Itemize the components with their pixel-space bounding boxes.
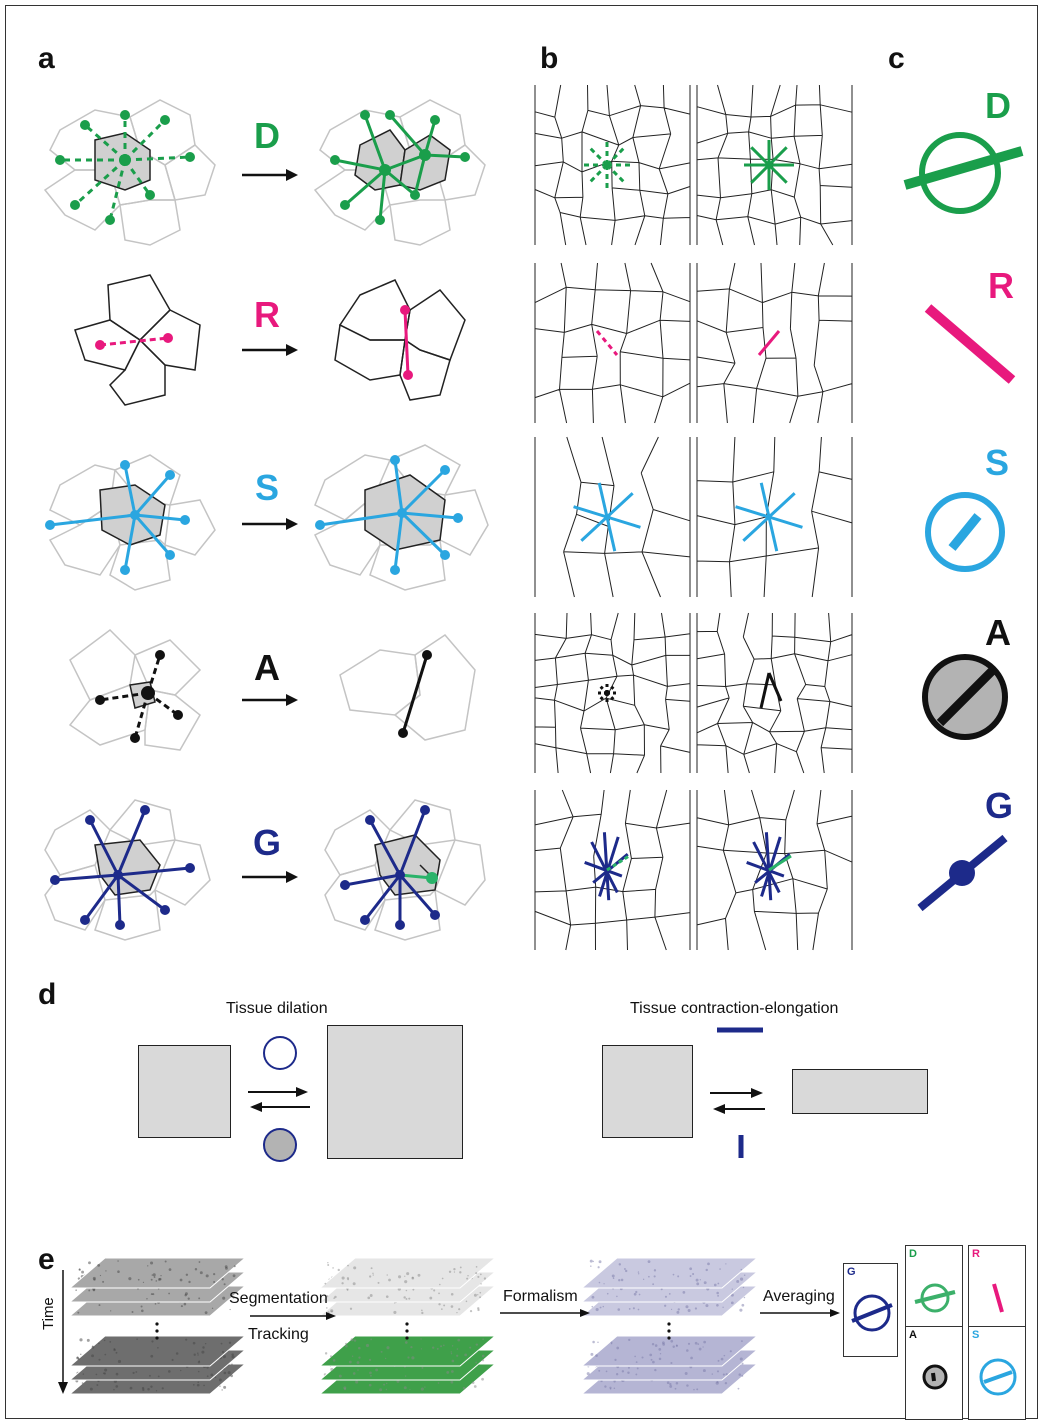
diagram-r-after — [330, 270, 470, 410]
symbol-label-d: D — [985, 88, 1011, 124]
raw-image-stack — [70, 1258, 250, 1408]
arrow-s — [240, 517, 300, 531]
result-s-icon — [974, 1353, 1022, 1401]
arrow-a — [240, 693, 300, 707]
arrow-g — [240, 870, 300, 884]
tissue-dilation-title: Tissue dilation — [226, 1000, 328, 1018]
arrow-d — [240, 168, 300, 182]
tracking-label: Tracking — [248, 1326, 309, 1344]
tissue-image-a-left — [535, 613, 690, 773]
arrow-r — [240, 343, 300, 357]
result-box-g-label: G — [847, 1267, 856, 1278]
symbol-r-icon — [920, 300, 1030, 390]
tissue-elongated-rectangle — [792, 1069, 928, 1114]
averaging-label: Averaging — [763, 1288, 835, 1306]
dilation-symbols — [240, 1035, 320, 1165]
diagram-s-before — [40, 445, 220, 595]
symbol-label-g: G — [985, 788, 1013, 824]
elongation-symbols — [705, 1020, 775, 1160]
result-box-s: S — [968, 1326, 1026, 1420]
result-box-g: G — [843, 1263, 898, 1357]
averaging-arrow — [760, 1307, 845, 1319]
result-r-icon — [974, 1274, 1022, 1322]
tissue-contraction-elongation-title: Tissue contraction-elongation — [630, 1000, 838, 1018]
tissue-image-g-left — [535, 790, 690, 950]
result-d-icon — [911, 1274, 959, 1322]
tissue-image-s-right — [697, 437, 852, 597]
tissue-image-s-left — [535, 437, 690, 597]
tissue-image-d-left — [535, 85, 690, 245]
symbol-label-s: S — [985, 445, 1009, 481]
diagram-s-after — [310, 440, 490, 595]
event-label-a: A — [237, 650, 297, 686]
result-box-a-label: A — [909, 1330, 917, 1341]
symbol-s-icon — [920, 480, 1020, 580]
event-label-g: G — [237, 825, 297, 861]
diagram-d-after — [310, 95, 490, 245]
segmentation-label: Segmentation — [229, 1290, 328, 1308]
formalism-image-stack — [582, 1258, 762, 1408]
formalism-label: Formalism — [503, 1288, 578, 1306]
event-label-r: R — [237, 297, 297, 333]
panel-label-d: d — [38, 980, 56, 1010]
diagram-d-before — [40, 95, 220, 245]
symbol-g-icon — [910, 830, 1020, 920]
segmentation-arrow — [250, 1310, 340, 1322]
diagram-r-before — [70, 270, 210, 410]
result-box-r: R — [968, 1245, 1026, 1339]
symbol-label-r: R — [988, 268, 1014, 304]
result-box-r-label: R — [972, 1249, 980, 1260]
time-label: Time — [40, 1297, 57, 1330]
panel-label-c: c — [888, 44, 905, 74]
result-box-d: D — [905, 1245, 963, 1339]
diagram-g-after — [320, 790, 490, 945]
event-label-s: S — [237, 470, 297, 506]
tissue-large-square — [327, 1025, 463, 1159]
result-g-icon — [848, 1289, 896, 1337]
result-a-icon — [911, 1353, 959, 1401]
diagram-a-after — [335, 620, 480, 760]
tissue-image-r-left — [535, 263, 690, 423]
panel-label-b: b — [540, 44, 558, 74]
tissue-square-before-elongation — [602, 1045, 693, 1138]
tissue-image-g-right — [697, 790, 852, 950]
tissue-small-square — [138, 1045, 231, 1138]
diagram-a-before — [60, 620, 210, 760]
segmented-image-stack — [320, 1258, 500, 1408]
formalism-arrow — [500, 1307, 595, 1319]
result-box-s-label: S — [972, 1330, 979, 1341]
symbol-a-icon — [915, 645, 1025, 745]
panel-label-a: a — [38, 44, 55, 74]
result-box-a: A — [905, 1326, 963, 1420]
event-label-d: D — [237, 118, 297, 154]
result-box-d-label: D — [909, 1249, 917, 1260]
tissue-image-r-right — [697, 263, 852, 423]
tissue-image-d-right — [697, 85, 852, 245]
panel-b-segmentation-images — [535, 85, 855, 950]
tissue-image-a-right — [697, 613, 852, 773]
diagram-g-before — [40, 790, 220, 945]
symbol-d-icon — [900, 125, 1030, 225]
